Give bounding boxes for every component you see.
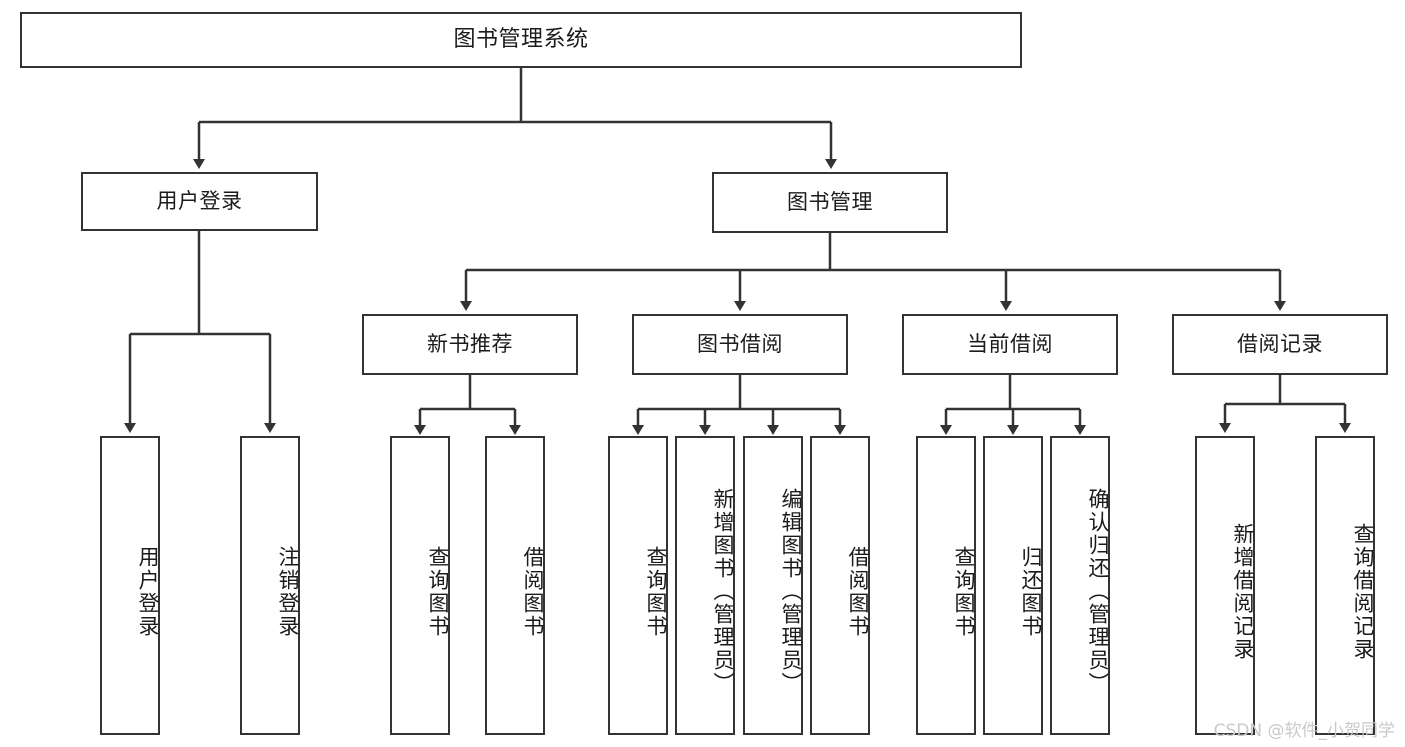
node-borrow-record[interactable]: 借阅记录 [1172, 314, 1388, 375]
leaf-query-book-3-label: 查询图书 [952, 545, 976, 638]
leaf-user-login[interactable]: 用户登录 [100, 436, 160, 735]
node-book-borrow[interactable]: 图书借阅 [632, 314, 848, 375]
node-current-borrow-label: 当前借阅 [967, 332, 1053, 357]
leaf-logout[interactable]: 注销登录 [240, 436, 300, 735]
node-book-borrow-label: 图书借阅 [697, 332, 783, 357]
leaf-query-record[interactable]: 查询借阅记录 [1315, 436, 1375, 735]
node-book-management-label: 图书管理 [787, 190, 873, 215]
leaf-query-book-1[interactable]: 查询图书 [390, 436, 450, 735]
leaf-edit-book-label: 编辑图书（管理员） [779, 488, 803, 695]
node-root[interactable]: 图书管理系统 [20, 12, 1022, 68]
leaf-add-book[interactable]: 新增图书（管理员） [675, 436, 735, 735]
leaf-add-book-label: 新增图书（管理员） [711, 488, 735, 695]
leaf-query-book-3[interactable]: 查询图书 [916, 436, 976, 735]
node-new-book-recommend-label: 新书推荐 [427, 332, 513, 357]
node-new-book-recommend[interactable]: 新书推荐 [362, 314, 578, 375]
leaf-confirm-return[interactable]: 确认归还（管理员） [1050, 436, 1110, 735]
watermark: CSDN @软件_小贺同学 [1213, 721, 1395, 741]
leaf-logout-label: 注销登录 [276, 545, 300, 638]
node-user-login[interactable]: 用户登录 [81, 172, 318, 231]
node-root-label: 图书管理系统 [453, 27, 589, 53]
leaf-borrow-book-1-label: 借阅图书 [521, 545, 545, 638]
leaf-return-book[interactable]: 归还图书 [983, 436, 1043, 735]
node-user-login-label: 用户登录 [156, 189, 243, 214]
leaf-user-login-label: 用户登录 [136, 545, 160, 638]
leaf-return-book-label: 归还图书 [1019, 545, 1043, 638]
node-borrow-record-label: 借阅记录 [1237, 332, 1323, 357]
node-current-borrow[interactable]: 当前借阅 [902, 314, 1118, 375]
node-book-management[interactable]: 图书管理 [712, 172, 948, 233]
leaf-query-book-2[interactable]: 查询图书 [608, 436, 668, 735]
leaf-borrow-book-2-label: 借阅图书 [846, 545, 870, 638]
leaf-add-record-label: 新增借阅记录 [1231, 522, 1255, 661]
leaf-confirm-return-label: 确认归还（管理员） [1086, 488, 1110, 695]
leaf-edit-book[interactable]: 编辑图书（管理员） [743, 436, 803, 735]
leaf-query-book-2-label: 查询图书 [644, 545, 668, 638]
leaf-add-record[interactable]: 新增借阅记录 [1195, 436, 1255, 735]
leaf-query-book-1-label: 查询图书 [426, 545, 450, 638]
leaf-query-record-label: 查询借阅记录 [1351, 522, 1375, 661]
leaf-borrow-book-1[interactable]: 借阅图书 [485, 436, 545, 735]
leaf-borrow-book-2[interactable]: 借阅图书 [810, 436, 870, 735]
